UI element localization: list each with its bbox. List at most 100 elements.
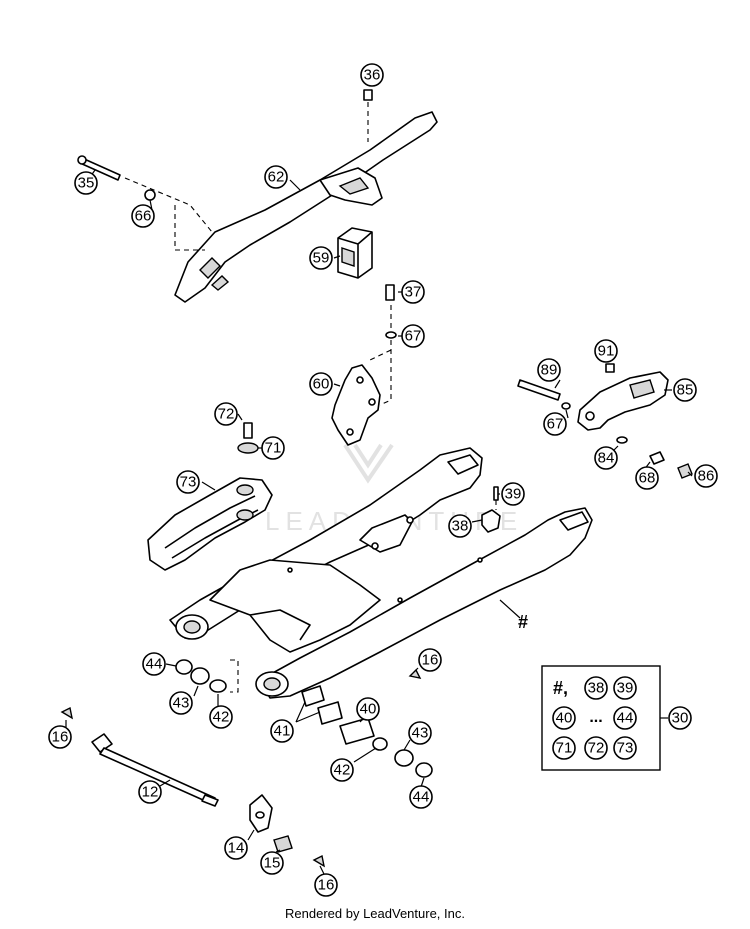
svg-text:67: 67 — [547, 416, 564, 433]
callouts: 36 35 62 66 59 37 67 60 72 71 73 89 91 8… — [48, 63, 718, 897]
svg-text:35: 35 — [78, 175, 95, 192]
hash-mark: # — [518, 612, 528, 632]
callout-41: 41 — [270, 719, 294, 743]
sleeve-40 — [339, 717, 375, 745]
legend-callout-71: 71 — [552, 736, 576, 760]
washer-67a — [385, 331, 397, 339]
svg-text:68: 68 — [639, 470, 656, 487]
callout-67b: 67 — [543, 412, 567, 436]
callout-14: 14 — [224, 836, 248, 860]
bearing-43a — [190, 667, 210, 685]
svg-text:16: 16 — [422, 652, 439, 669]
cap-16b — [60, 706, 73, 720]
svg-text:15: 15 — [264, 855, 281, 872]
cap-16a — [408, 668, 422, 679]
svg-text:71: 71 — [556, 740, 573, 757]
legend-callout-72: 72 — [584, 736, 608, 760]
callout-35: 35 — [74, 171, 98, 195]
washer-84 — [616, 436, 628, 444]
nut-86 — [677, 463, 693, 479]
callout-44a: 44 — [142, 652, 166, 676]
chain-guide-85 — [577, 371, 669, 431]
legend-callout-38: 38 — [584, 676, 608, 700]
callout-59: 59 — [309, 246, 333, 270]
callout-89: 89 — [537, 358, 561, 382]
callout-42b: 42 — [330, 758, 354, 782]
svg-text:72: 72 — [588, 740, 605, 757]
svg-text:40: 40 — [556, 710, 573, 727]
legend-hash: #, — [553, 678, 568, 698]
callout-60: 60 — [309, 372, 333, 396]
swingarm — [169, 447, 593, 699]
svg-text:43: 43 — [412, 725, 429, 742]
screw-91 — [605, 363, 615, 373]
bearing-43b — [394, 749, 414, 767]
svg-text:86: 86 — [698, 468, 715, 485]
svg-text:44: 44 — [617, 710, 634, 727]
callout-39: 39 — [501, 482, 525, 506]
bolt-37 — [385, 284, 395, 301]
callout-37: 37 — [401, 280, 425, 304]
chain-guard — [174, 111, 438, 303]
pivot-axle-12 — [91, 733, 219, 807]
bracket-60 — [331, 364, 381, 446]
svg-text:89: 89 — [541, 362, 558, 379]
callout-91: 91 — [594, 339, 618, 363]
callout-12: 12 — [138, 780, 162, 804]
callout-16a: 16 — [418, 648, 442, 672]
callout-42a: 42 — [209, 705, 233, 729]
bolt-35 — [77, 155, 121, 181]
bolt-36 — [363, 89, 373, 101]
screw-72 — [243, 422, 253, 439]
nut-15 — [273, 835, 293, 853]
callout-86: 86 — [694, 464, 718, 488]
svg-text:84: 84 — [598, 450, 615, 467]
callout-36: 36 — [360, 63, 384, 87]
washer-67b — [561, 402, 571, 410]
callout-84: 84 — [594, 446, 618, 470]
bushings-41 — [301, 685, 343, 725]
callout-85: 85 — [673, 378, 697, 402]
credit-text: Rendered by LeadVenture, Inc. — [285, 906, 465, 921]
spacer-68 — [649, 451, 665, 465]
callout-43b: 43 — [408, 721, 432, 745]
callout-68: 68 — [635, 466, 659, 490]
svg-text:42: 42 — [334, 762, 351, 779]
ring-42a — [209, 679, 227, 693]
svg-text:38: 38 — [588, 680, 605, 697]
callout-40: 40 — [356, 697, 380, 721]
callout-30: 30 — [668, 706, 692, 730]
svg-text:60: 60 — [313, 376, 330, 393]
svg-text:62: 62 — [268, 169, 285, 186]
svg-text:39: 39 — [505, 486, 522, 503]
callout-16b: 16 — [48, 725, 72, 749]
svg-text:39: 39 — [617, 680, 634, 697]
callout-43a: 43 — [169, 691, 193, 715]
legend-callout-44: 44 — [613, 706, 637, 730]
svg-text:16: 16 — [318, 877, 335, 894]
callout-62: 62 — [264, 165, 288, 189]
svg-text:36: 36 — [364, 67, 381, 84]
svg-text:41: 41 — [274, 723, 291, 740]
svg-text:85: 85 — [677, 382, 694, 399]
clip-38 — [481, 509, 501, 533]
svg-text:91: 91 — [598, 343, 615, 360]
svg-text:38: 38 — [452, 518, 469, 535]
legend-callout-40: 40 — [552, 706, 576, 730]
svg-text:16: 16 — [52, 729, 69, 746]
screw-39 — [493, 486, 499, 501]
svg-text:73: 73 — [617, 740, 634, 757]
seal-44a — [175, 659, 193, 675]
svg-text:37: 37 — [405, 284, 422, 301]
legend-ellipsis: ... — [589, 709, 602, 726]
slider-block-59 — [337, 227, 373, 279]
svg-text:73: 73 — [180, 474, 197, 491]
callout-66: 66 — [131, 204, 155, 228]
callout-16c: 16 — [314, 873, 338, 897]
bolt-89 — [517, 379, 561, 401]
callout-73: 73 — [176, 470, 200, 494]
svg-text:42: 42 — [213, 709, 230, 726]
chain-slider-73 — [147, 477, 273, 571]
cap-16c — [312, 854, 325, 868]
